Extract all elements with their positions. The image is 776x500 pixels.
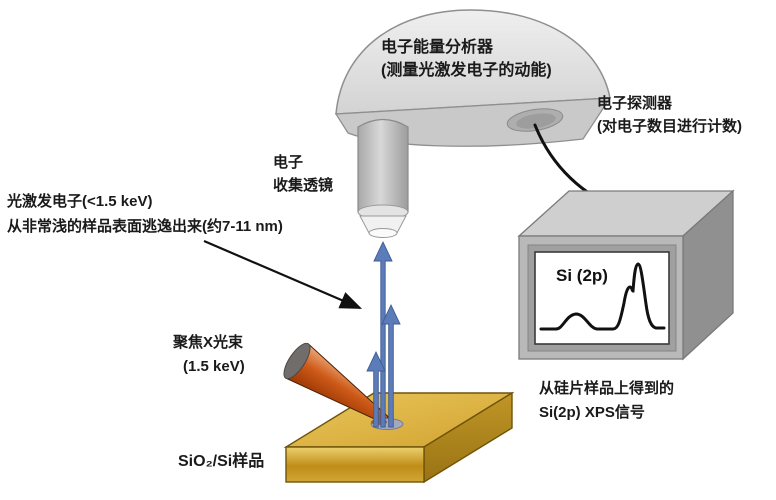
- analyzer-label-line2: (测量光激发电子的动能): [381, 62, 552, 79]
- annotation-arrow: [203, 239, 363, 310]
- photoelectron-arrow-mid: [381, 303, 401, 428]
- xray-beam-end-cap: [283, 342, 311, 380]
- lens-funnel-tip: [368, 228, 398, 238]
- photoelectron-label-line1: 光激发电子(<1.5 keV): [7, 193, 153, 210]
- photoelectron-label-line2: 从非常浅的样品表面逃逸出来(约7-11 nm): [7, 218, 283, 235]
- photoelectron-arrow-short: [366, 350, 386, 428]
- detector-label-line1: 电子探测器: [597, 95, 673, 112]
- screen-si2p-label: Si (2p): [556, 266, 608, 285]
- monitor-caption: 从硅片样品上得到的 Si(2p) XPS信号: [539, 377, 674, 425]
- xray-beam-label: 聚焦X光束 (1.5 keV): [173, 331, 245, 379]
- lens-label: 电子 收集透镜: [273, 151, 333, 197]
- lens-label-line1: 电子: [273, 154, 304, 171]
- photoelectron-label: 光激发电子(<1.5 keV) 从非常浅的样品表面逃逸出来(约7-11 nm): [7, 189, 283, 239]
- detector-label: 电子探测器 (对电子数目进行计数): [597, 92, 742, 138]
- monitor-caption-line1: 从硅片样品上得到的: [539, 380, 675, 397]
- lens-cylinder: [357, 118, 409, 213]
- sample-label: SiO₂/Si样品: [178, 453, 265, 470]
- xray-beam-label-line1: 聚焦X光束: [173, 334, 244, 351]
- analyzer-label-line1: 电子能量分析器: [381, 39, 494, 56]
- detector-label-line2: (对电子数目进行计数): [597, 118, 742, 135]
- photoelectron-arrow-tall: [373, 240, 393, 428]
- analyzer-label: 电子能量分析器 (测量光激发电子的动能): [381, 36, 552, 82]
- lens-label-line2: 收集透镜: [273, 177, 334, 194]
- analyzer-dome: [335, 9, 611, 115]
- detector-port-inner: [516, 113, 556, 129]
- monitor-caption-line2: Si(2p) XPS信号: [539, 404, 645, 421]
- xray-beam-label-line2: (1.5 keV): [183, 358, 245, 375]
- sample-front-face: [285, 446, 425, 483]
- xps-spectrum-curve: [539, 262, 666, 331]
